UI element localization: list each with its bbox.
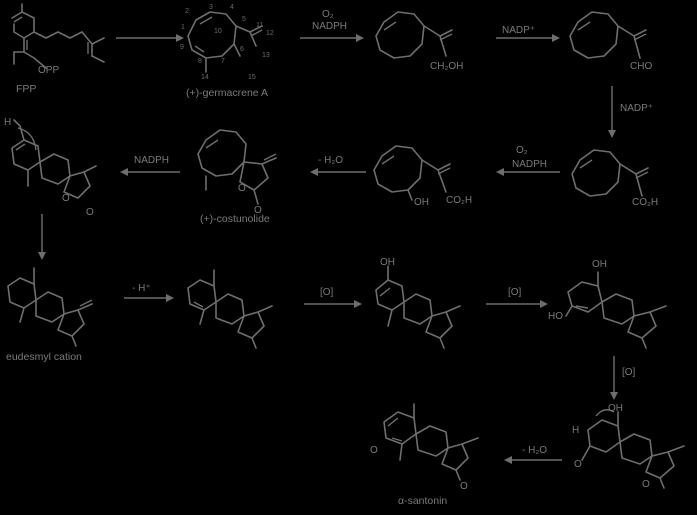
oxidation-label-1: [O]: [320, 287, 334, 298]
ch2oh-label: CH₂OH: [430, 61, 464, 72]
lactone-o-5: O: [642, 479, 650, 490]
minus-h2o-label-1: - H₂O: [318, 155, 343, 166]
keto-intermediate-structure: [581, 409, 685, 489]
oh-label-4: OH: [608, 403, 623, 414]
nadp-label-2: NADP⁺: [620, 103, 654, 114]
dihydroxy-intermediate-structure: [565, 271, 667, 349]
arrow-10: [304, 300, 362, 308]
atom-number-5: 5: [242, 16, 246, 23]
atom-number-15: 15: [248, 74, 256, 81]
atom-number-8: 8: [198, 58, 202, 65]
costunolide-structure: [197, 129, 277, 205]
fpp-structure: [11, 3, 105, 69]
nadph-label-2: NADPH: [512, 159, 548, 170]
arrow-6: [310, 168, 366, 176]
cho-label: CHO: [630, 61, 653, 72]
santonin-structure: [383, 403, 479, 481]
atom-number-12: 12: [266, 30, 274, 37]
lactone-o-6: O: [460, 481, 468, 492]
oh-label-2: OH: [380, 257, 395, 268]
atom-number-7: 7: [221, 58, 225, 65]
oh-label-1: OH: [414, 197, 429, 208]
atom-number-10: 10: [214, 28, 222, 35]
nadph-label-1: NADPH: [312, 21, 348, 32]
arrow-4: [608, 86, 616, 138]
lactone-o-2: O: [254, 205, 262, 216]
germacrene-aldehyde-structure: [569, 11, 647, 59]
atom-number-3: 3: [209, 4, 213, 11]
lactone-o-1: O: [238, 183, 246, 194]
arrow-11: [486, 300, 548, 308]
oxidation-label-2: [O]: [508, 287, 522, 298]
ho-label-1: HO: [548, 311, 563, 322]
o2-label-1: O₂: [322, 9, 334, 20]
germacrene-structure: [187, 11, 263, 73]
arrow-1: [116, 34, 184, 42]
germacrene-alcohol-structure: [375, 11, 453, 59]
minus-h2o-label-2: - H₂O: [522, 445, 547, 456]
costunolide-name: (+)-costunolide: [200, 213, 270, 225]
arrow-8: [38, 214, 46, 260]
h-label-left: H: [572, 425, 580, 436]
opp-label: OPP: [38, 65, 60, 76]
hydroxy-intermediate-structure: [375, 265, 461, 349]
o2-label-2: O₂: [516, 145, 528, 156]
nadph-label-3: NADPH: [134, 155, 170, 166]
h-label-top: H: [4, 117, 12, 128]
nadp-label-1: NADP⁺: [502, 25, 536, 36]
arrow-13: [504, 456, 562, 464]
arrow-5: [496, 168, 560, 176]
lactone-o-4: O: [86, 207, 94, 218]
santonin-name: α-santonin: [398, 495, 448, 507]
arrow-7: [120, 168, 180, 176]
germacrene-acid-structure: [571, 149, 649, 197]
atom-number-13: 13: [262, 52, 270, 59]
co2h-label-1: CO₂H: [632, 197, 659, 208]
arrow-3: [496, 34, 560, 42]
arrow-2: [300, 34, 364, 42]
lactone-o-3: O: [62, 193, 70, 204]
ketone-o-label-1: O: [574, 459, 582, 470]
co2h-label-2: CO₂H: [446, 195, 473, 206]
atom-number-2: 2: [185, 8, 189, 15]
atom-number-11: 11: [256, 22, 264, 29]
eudesmyl-cation-name: eudesmyl cation: [6, 351, 82, 363]
atom-number-4: 4: [230, 4, 234, 11]
eudesmyl-cation-structure: [7, 267, 93, 347]
atom-number-6: 6: [240, 46, 244, 53]
eudesmane-lactone-structure: [187, 269, 273, 349]
arrow-12: [610, 356, 618, 400]
germacrene-name: (+)-germacrene A: [186, 87, 268, 99]
cyclization-intermediate-structure: [11, 119, 97, 199]
oh-label-3: OH: [592, 259, 607, 270]
fpp-name: FPP: [16, 83, 37, 95]
oxidation-label-3: [O]: [622, 367, 636, 378]
minus-h-plus-label: - H⁺: [132, 283, 151, 294]
ketone-o-label-2: O: [370, 445, 378, 456]
arrow-9: [124, 294, 174, 302]
atom-number-9: 9: [180, 44, 184, 51]
atom-number-1: 1: [181, 24, 185, 31]
atom-number-14: 14: [201, 74, 209, 81]
hydroxy-acid-structure: [373, 145, 451, 201]
